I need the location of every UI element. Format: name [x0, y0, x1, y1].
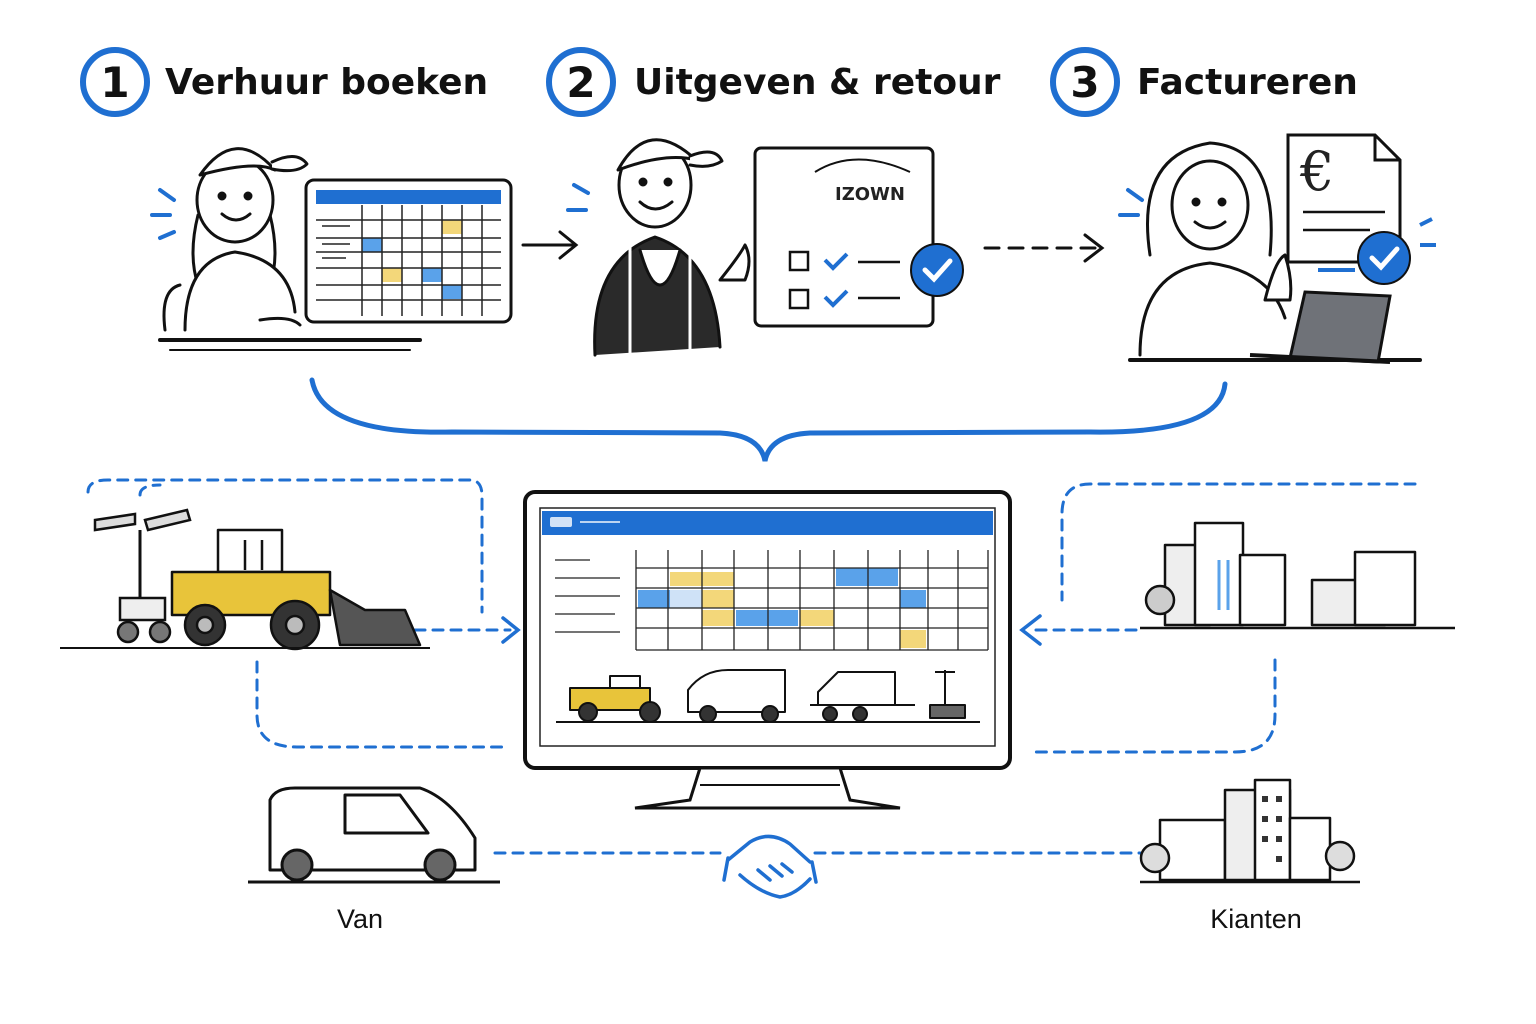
euro-icon: € [1286, 133, 1436, 272]
handover-illustration [566, 138, 751, 357]
arrow-2-to-3 [983, 233, 1105, 263]
step-2-badge [546, 47, 616, 117]
schedule-grid [555, 550, 989, 651]
step-2-header: 2 Uitgeven & retour [546, 47, 1001, 117]
checklist-doc-label: IZOWN [835, 184, 905, 205]
step-2-title: Uitgeven & retour [634, 62, 1001, 103]
arrowheads [501, 614, 1042, 646]
step-3-header: 3 Factureren [1050, 47, 1358, 117]
step-1-title: Verhuur boeken [165, 62, 488, 103]
van-caption: Van [337, 904, 383, 934]
step-1-badge [80, 47, 150, 117]
handshake-icon [722, 834, 818, 899]
checklist-document: IZOWN [753, 146, 935, 328]
calendar-icon [304, 178, 513, 324]
step-1-number: 1 [100, 58, 129, 107]
dashed-connectors [86, 478, 1417, 855]
step-3-number: 3 [1070, 58, 1099, 107]
customers-building-icon [1139, 778, 1360, 884]
checkmark-icon [1357, 231, 1411, 285]
customers-caption: Kianten [1210, 904, 1302, 934]
merge-brace [309, 377, 1228, 462]
van-icon [248, 786, 500, 884]
step-3-badge [1050, 47, 1120, 117]
excavator-icon [60, 528, 430, 651]
checkmark-icon [910, 243, 964, 297]
invoice-currency: € [1299, 140, 1334, 203]
fleet-strip [556, 669, 980, 723]
step-1-header: 1 Verhuur boeken [80, 47, 488, 117]
light-tower-icon [93, 508, 192, 644]
booking-illustration [150, 147, 422, 351]
building-icon [1140, 521, 1455, 630]
invoicing-illustration [1118, 141, 1422, 362]
step-2-number: 2 [566, 58, 595, 107]
arrow-1-to-2 [521, 230, 579, 260]
step-3-title: Factureren [1137, 62, 1358, 103]
laptop-icon [1249, 290, 1392, 364]
